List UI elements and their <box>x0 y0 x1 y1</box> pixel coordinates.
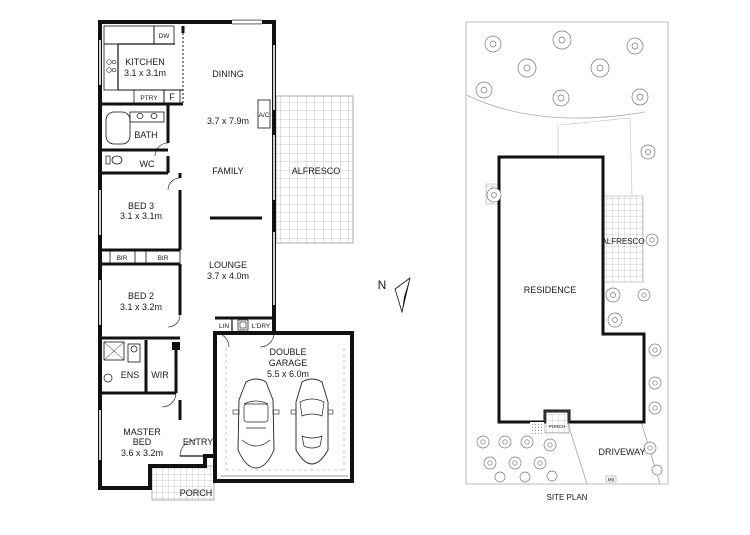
fixture-bir-label-2: BIR <box>158 255 169 262</box>
room-bed2-size: 3.1 x 3.2m <box>120 302 162 312</box>
room-lounge-name: LOUNGE <box>209 260 247 270</box>
site-residence-label: RESIDENCE <box>524 285 577 295</box>
laundry-walls <box>214 316 275 348</box>
site-alfresco-paving <box>602 195 644 283</box>
bed2-walls <box>100 264 182 340</box>
fixture-ptry-label: PTRY <box>140 95 158 102</box>
site-meter-label: MB <box>608 477 615 482</box>
room-bath-name: BATH <box>134 130 157 140</box>
site-plan: MB PORCH <box>465 21 669 502</box>
room-master-name-2: BED <box>133 437 152 447</box>
room-porch-name: PORCH <box>180 488 213 498</box>
fixture-ac-label: A/C <box>259 112 270 119</box>
fixture-ldry-label: L'DRY <box>252 323 271 330</box>
room-lounge-size: 3.7 x 4.0m <box>207 271 249 281</box>
site-trees <box>475 30 663 483</box>
room-master-name-1: MASTER <box>123 427 161 437</box>
room-garage-name-1: DOUBLE <box>269 347 306 357</box>
garage-car-right <box>290 378 334 465</box>
site-driveway-label: DRIVEWAY <box>598 447 645 457</box>
fixture-dw-label: DW <box>159 33 171 40</box>
room-kitchen-size: 3.1 x 3.1m <box>124 68 166 78</box>
entry-walls <box>178 400 205 457</box>
porch-paving <box>151 465 215 501</box>
room-ens-name: ENS <box>121 370 140 380</box>
ensuite-walls <box>100 340 180 408</box>
bath-walls <box>100 104 170 175</box>
room-wc-name: WC <box>140 159 155 169</box>
room-dining-size: 3.7 x 7.9m <box>207 116 249 126</box>
room-alfresco-name: ALFRESCO <box>292 166 341 176</box>
room-wir-name: WIR <box>151 370 169 380</box>
room-kitchen-name: KITCHEN <box>125 57 165 67</box>
bed3-walls <box>100 173 182 266</box>
site-alfresco-label: ALFRESCO <box>601 237 644 246</box>
room-garage-name-2: GARAGE <box>269 358 308 368</box>
site-plan-title: SITE PLAN <box>547 493 588 502</box>
room-master-size: 3.6 x 3.2m <box>121 448 163 458</box>
cooktop <box>106 59 117 73</box>
north-compass: N <box>378 277 411 314</box>
garage-car-left <box>232 378 280 469</box>
room-bed2-name: BED 2 <box>128 291 154 301</box>
room-bed3-name: BED 3 <box>128 201 154 211</box>
fixture-fridge-label: F <box>169 92 175 102</box>
floor-plan: DW PTRY F A/C BIR BIR LIN L'DRY KITCHEN … <box>98 19 354 501</box>
room-bed3-size: 3.1 x 3.1m <box>120 211 162 221</box>
fixture-bir-label-1: BIR <box>117 255 128 262</box>
room-family-name: FAMILY <box>212 166 243 176</box>
compass-north-label: N <box>378 278 387 292</box>
room-dining-name: DINING <box>212 69 244 79</box>
alfresco-paving <box>275 95 354 244</box>
room-entry-name: ENTRY <box>183 437 213 447</box>
site-porch-label: PORCH <box>549 424 565 429</box>
fixture-lin-label: LIN <box>219 323 229 330</box>
site-lot-boundary <box>465 21 669 485</box>
room-garage-size: 5.5 x 6.0m <box>267 369 309 379</box>
